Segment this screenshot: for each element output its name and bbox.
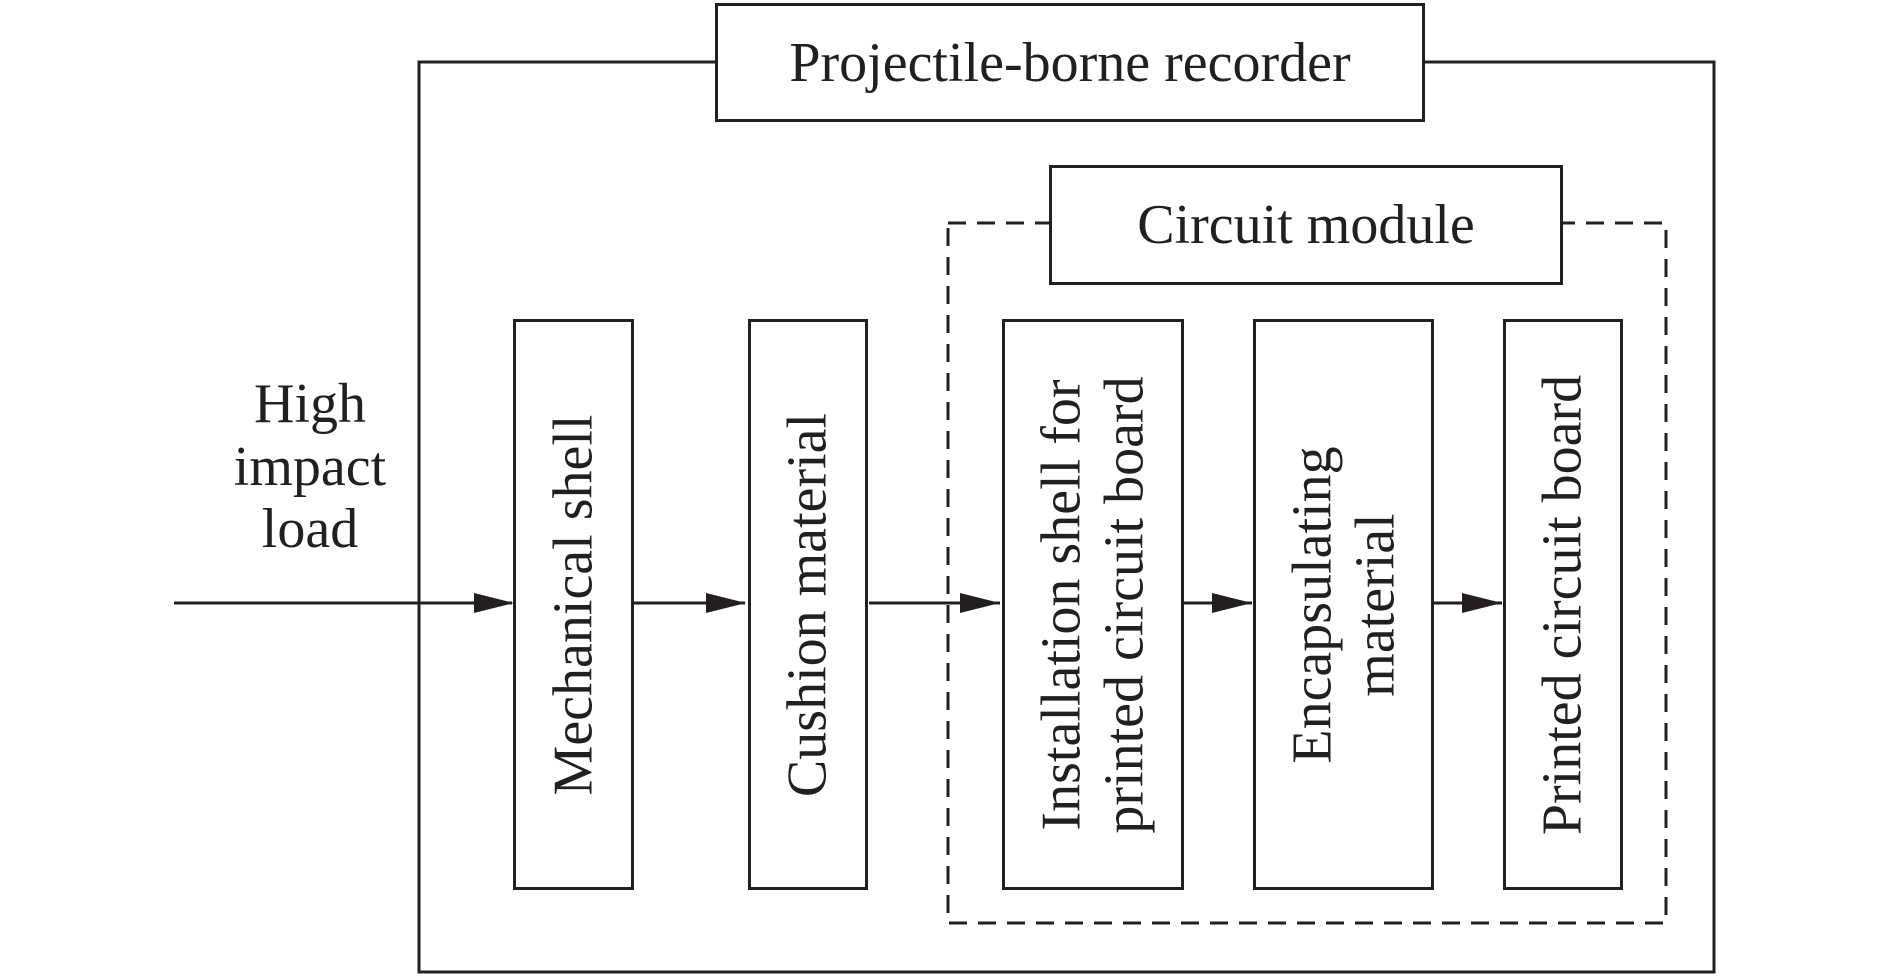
block-cushion-material: Cushion material	[748, 319, 868, 890]
block-encapsulating-material-line-2: material	[1343, 512, 1406, 697]
block-encapsulating-material-label: Encapsulating material	[1281, 446, 1406, 763]
input-label-line-3: load	[261, 498, 359, 561]
input-label-line-2: impact	[233, 435, 387, 498]
input-label: High impact load	[190, 373, 430, 561]
block-installation-shell-line-2: printed circuit board	[1093, 375, 1155, 834]
block-installation-shell: Installation shell for printed circuit b…	[1002, 319, 1184, 890]
outer-container-title: Projectile-borne recorder	[715, 3, 1425, 122]
block-encapsulating-material-line-1: Encapsulating	[1280, 445, 1343, 764]
block-printed-circuit-board: Printed circuit board	[1503, 319, 1623, 890]
arrowhead-4	[1212, 593, 1252, 613]
block-installation-shell-line-1: Installation shell for	[1030, 378, 1093, 831]
block-mechanical-shell-line-1: Mechanical shell	[542, 414, 605, 795]
block-installation-shell-label: Installation shell for printed circuit b…	[1030, 376, 1155, 833]
arrowhead-5	[1462, 593, 1502, 613]
block-printed-circuit-board-label: Printed circuit board	[1532, 374, 1595, 834]
inner-container-title: Circuit module	[1049, 165, 1563, 285]
arrowhead-2	[706, 593, 746, 613]
input-label-line-1: High	[254, 373, 366, 435]
block-printed-circuit-board-line-1: Printed circuit board	[1531, 374, 1594, 835]
block-mechanical-shell-label: Mechanical shell	[542, 414, 605, 795]
arrowhead-1	[474, 593, 514, 613]
arrowhead-3	[960, 593, 1000, 613]
block-encapsulating-material: Encapsulating material	[1253, 319, 1434, 890]
block-mechanical-shell: Mechanical shell	[513, 319, 634, 890]
block-cushion-material-label: Cushion material	[777, 412, 840, 796]
block-cushion-material-line-1: Cushion material	[776, 412, 839, 797]
